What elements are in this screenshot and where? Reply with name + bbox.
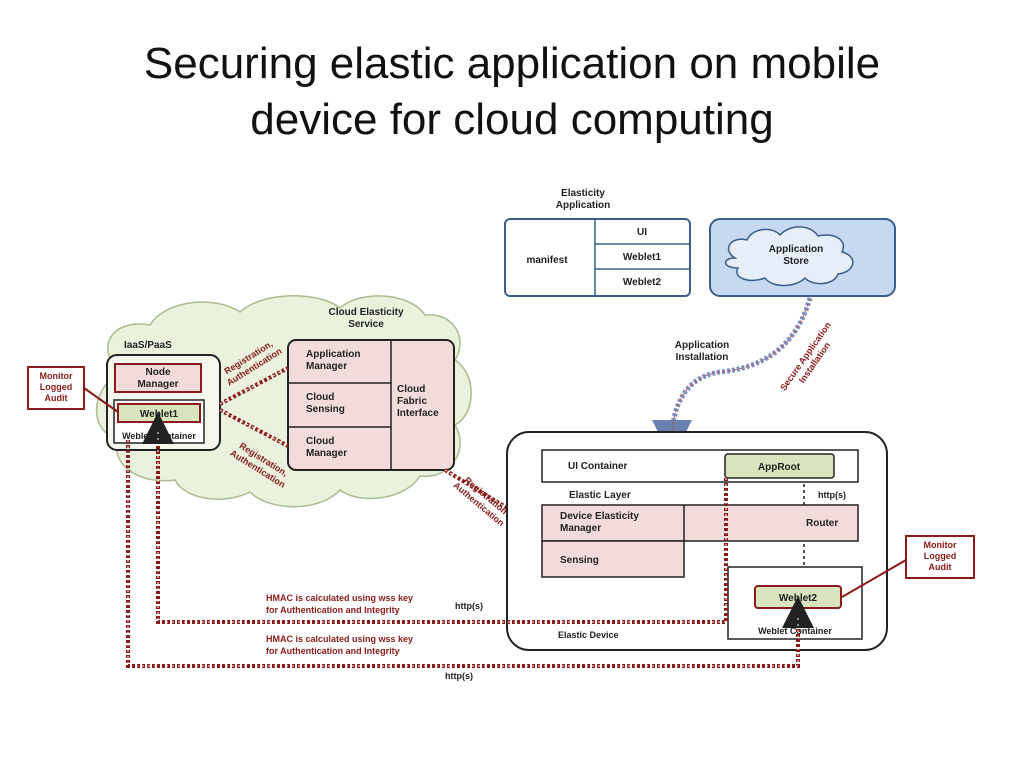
weblet1-label: Weblet1	[140, 409, 179, 420]
monitor-right-connector	[841, 559, 907, 598]
router-label: Router	[806, 518, 838, 529]
hmac-lower-https: http(s)	[445, 671, 473, 681]
app-store-label-1: Application	[769, 244, 823, 255]
monitor-left-2: Logged	[40, 382, 73, 392]
fabric-label-1: Cloud	[397, 384, 425, 395]
cloud-manager-label-1: Cloud	[306, 436, 334, 447]
slide-title: Securing elastic application on mobile d…	[0, 36, 1024, 148]
dem-label-1: Device Elasticity	[560, 511, 639, 522]
app-install-label-2: Installation	[676, 352, 729, 363]
hmac-upper-line-1: HMAC is calculated using wss key	[266, 593, 413, 603]
elastic-layer-box	[541, 504, 859, 542]
hmac-lower-path	[126, 440, 814, 668]
title-line-2: device for cloud computing	[250, 95, 774, 144]
monitor-left-connector	[83, 387, 119, 413]
hmac-lower-line-1: HMAC is calculated using wss key	[266, 634, 413, 644]
monitor-right-2: Logged	[924, 551, 957, 561]
cloud-manager-label-2: Manager	[306, 448, 347, 459]
node-manager-label-1: Node	[146, 367, 171, 378]
title-line-1: Securing elastic application on mobile	[143, 39, 881, 88]
monitor-right-3: Audit	[929, 562, 952, 572]
cloud-sensing-label-1: Cloud	[306, 392, 334, 403]
hmac-upper-https: http(s)	[455, 601, 483, 611]
ui-row: UI	[637, 227, 647, 238]
app-store-label-2: Store	[783, 256, 809, 267]
approot-label: AppRoot	[758, 462, 801, 473]
sensing-label: Sensing	[560, 555, 599, 566]
hmac-lower-line-2: for Authentication and Integrity	[266, 646, 400, 656]
dem-label-2: Manager	[560, 523, 601, 534]
ui-container-label: UI Container	[568, 461, 628, 472]
elastic-layer-label: Elastic Layer	[569, 490, 631, 501]
weblet2-label: Weblet2	[779, 593, 818, 604]
weblet1-row: Weblet1	[623, 252, 662, 263]
hmac-upper-line-2: for Authentication and Integrity	[266, 605, 400, 615]
node-manager-label-2: Manager	[137, 379, 178, 390]
iaas-label: IaaS/PaaS	[124, 340, 172, 351]
monitor-right-box	[905, 535, 975, 579]
elasticity-app-label-2: Application	[556, 200, 610, 211]
secure-install-label: Secure Application Installation	[778, 320, 833, 392]
elastic-device-label: Elastic Device	[558, 630, 619, 640]
approot-box	[724, 453, 835, 479]
manifest-label: manifest	[526, 255, 568, 266]
monitor-right-1: Monitor	[924, 540, 957, 550]
cloud-sensing-label-2: Sensing	[306, 404, 345, 415]
app-store-cloud-icon	[724, 226, 854, 287]
node-manager-box	[114, 363, 202, 393]
sensing-box	[541, 540, 685, 578]
app-install-arrow	[652, 297, 813, 460]
fabric-label-3: Interface	[397, 408, 439, 419]
elasticity-app-box	[504, 218, 691, 297]
device-https-label: http(s)	[818, 490, 846, 500]
app-install-label-1: Application	[675, 340, 729, 351]
weblet2-row: Weblet2	[623, 277, 662, 288]
cloud-service-label-1: Cloud Elasticity	[328, 307, 403, 318]
elasticity-app-label-1: Elasticity	[561, 188, 605, 199]
app-manager-label-1: Application	[306, 349, 360, 360]
cloud-service-label-2: Service	[348, 319, 384, 330]
app-manager-label-2: Manager	[306, 361, 347, 372]
weblet-container-right-label: Weblet Container	[758, 626, 832, 636]
monitor-left-1: Monitor	[40, 371, 73, 381]
fabric-label-2: Fabric	[397, 396, 427, 407]
cloud-service-box	[287, 339, 455, 471]
monitor-left-3: Audit	[45, 393, 68, 403]
